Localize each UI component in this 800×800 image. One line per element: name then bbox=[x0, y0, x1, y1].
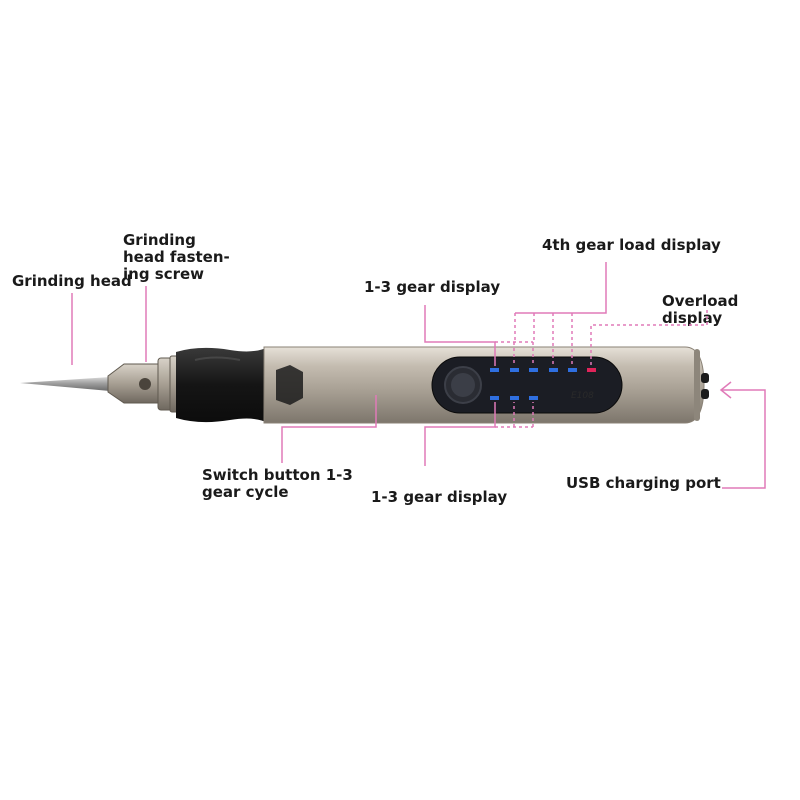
led-bottom-1 bbox=[490, 396, 499, 400]
gear-display-top-label: 1-3 gear display bbox=[364, 278, 501, 296]
model-label: E108 bbox=[571, 391, 594, 401]
led-bottom-3 bbox=[529, 396, 538, 400]
led-top-4 bbox=[549, 368, 558, 372]
fastening-screw bbox=[107, 363, 161, 404]
switch-button-label: Switch button 1-3 gear cycle bbox=[202, 466, 353, 501]
led-top-3 bbox=[529, 368, 538, 372]
fourth-gear-load-label: 4th gear load display bbox=[542, 236, 721, 254]
usb-port-label: USB charging port bbox=[566, 474, 721, 492]
usb-port bbox=[701, 373, 709, 383]
gear-display-bottom-label: 1-3 gear display bbox=[371, 488, 508, 506]
rubber-grip bbox=[176, 347, 268, 423]
led-top-5 bbox=[568, 368, 577, 372]
fastening-screw-label: Grinding head fasten- ing screw bbox=[123, 231, 230, 283]
led-top-2 bbox=[510, 368, 519, 372]
leader-lines bbox=[71, 262, 766, 489]
led-bottom-2 bbox=[510, 396, 519, 400]
grinding-head-needle bbox=[20, 377, 110, 391]
led-top-1 bbox=[490, 368, 499, 372]
led-overload bbox=[587, 368, 596, 372]
screw-hole bbox=[139, 378, 151, 390]
grinding-head-label: Grinding head bbox=[12, 272, 132, 290]
